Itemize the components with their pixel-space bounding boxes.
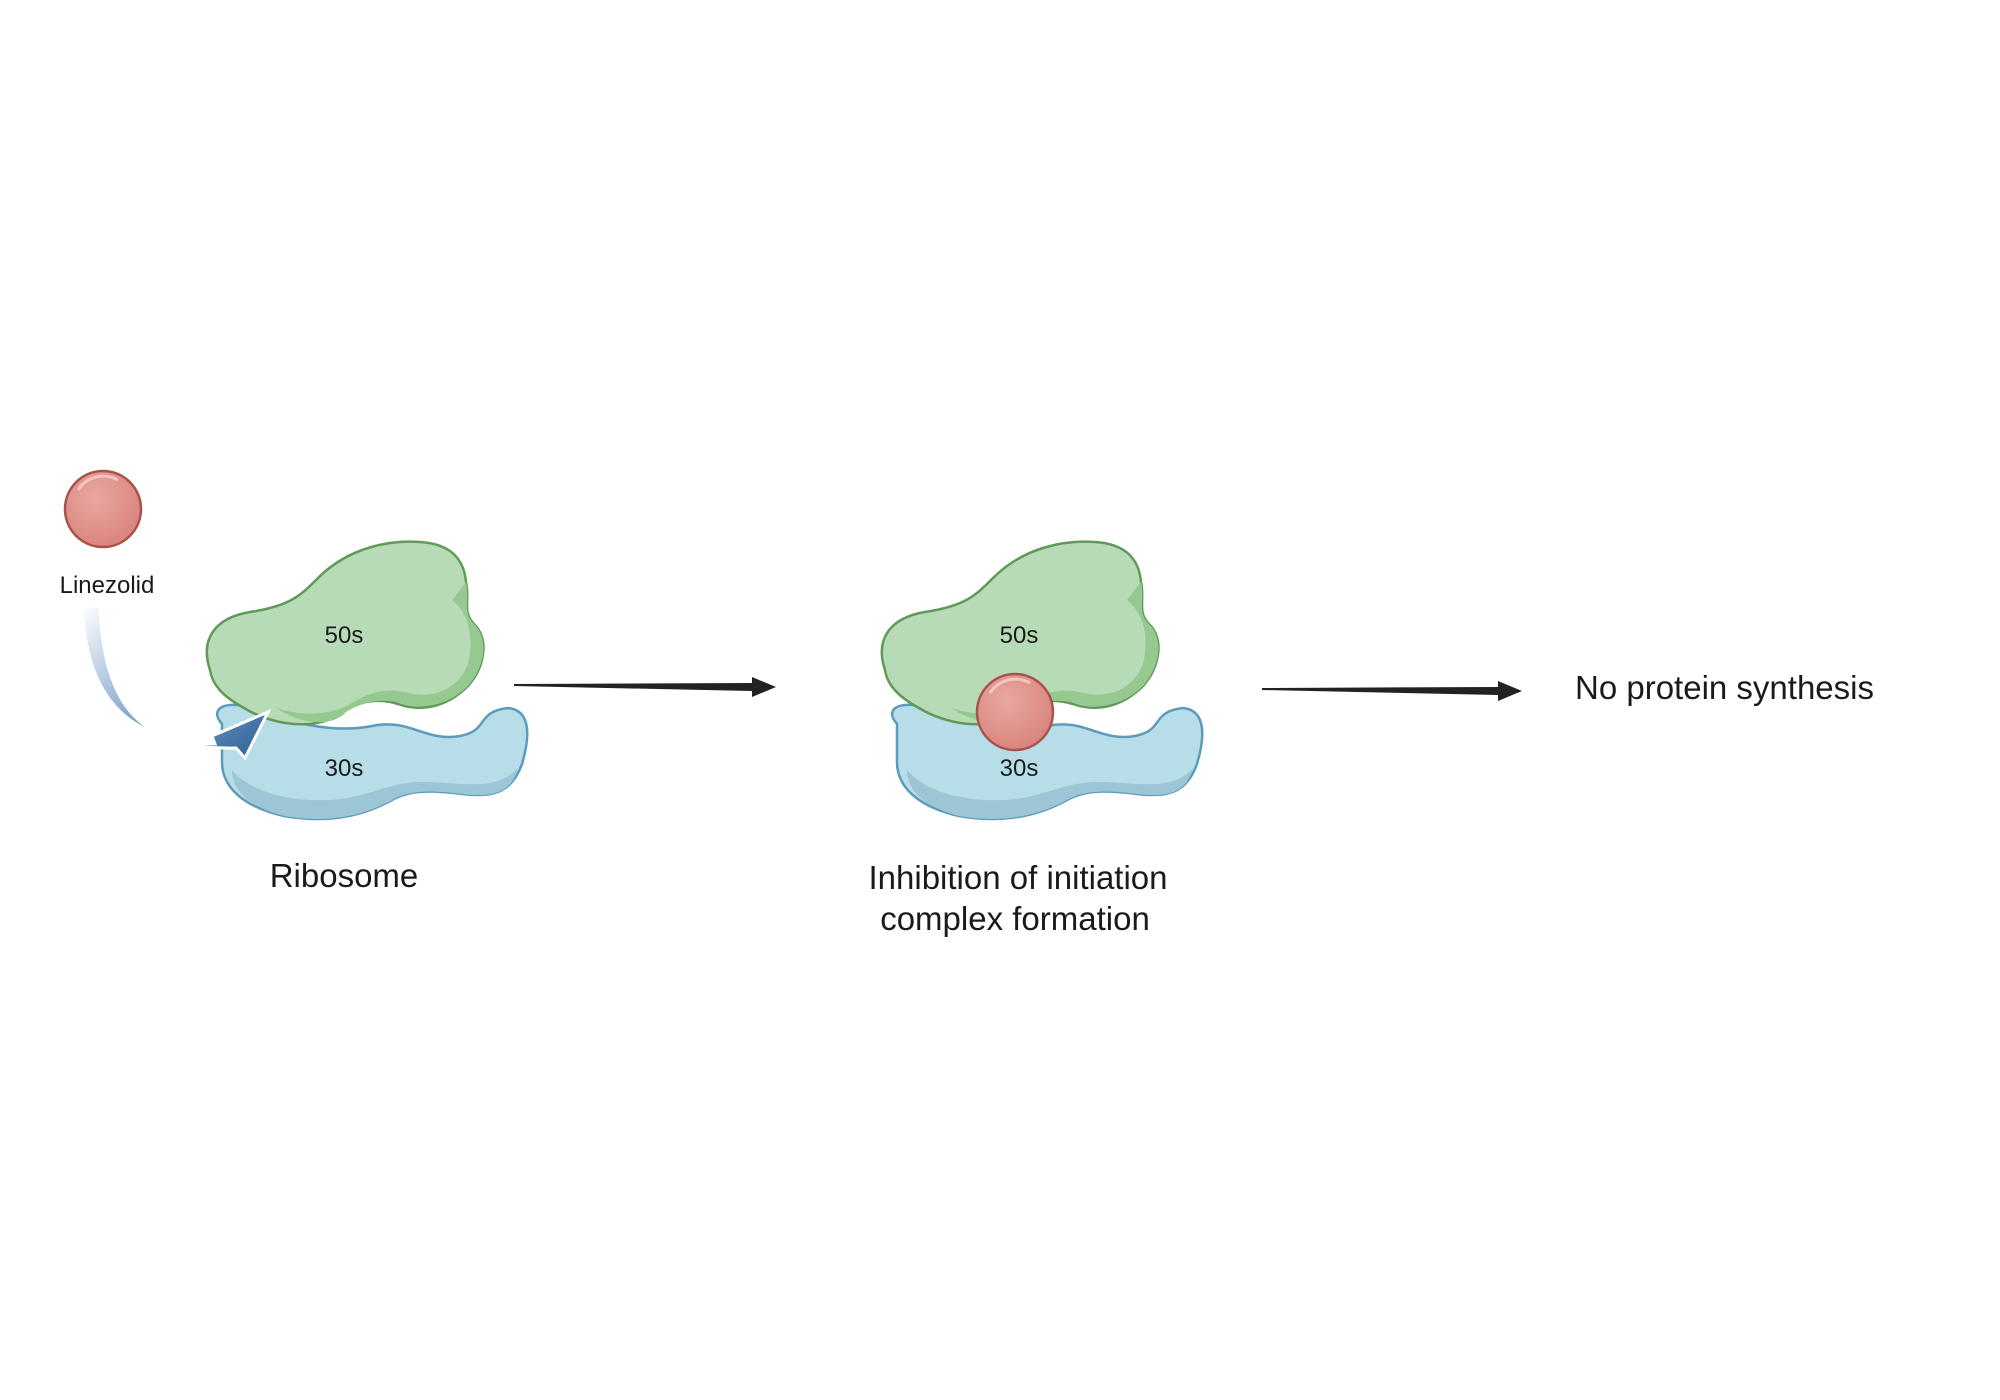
small-subunit-label: 30s — [325, 755, 364, 782]
small-subunit-30s: 30s — [215, 703, 529, 821]
small-subunit-label: 30s — [1000, 755, 1039, 782]
ribosome-caption: Ribosome — [270, 857, 419, 894]
binding-arrow — [80, 604, 272, 761]
inhibition-caption-line1: Inhibition of initiation — [868, 859, 1167, 896]
process-arrow-2 — [1262, 681, 1522, 701]
outcome-label: No protein synthesis — [1575, 669, 1874, 706]
inhibition-caption-line2: complex formation — [880, 900, 1150, 937]
large-subunit-50s: 50s — [205, 540, 485, 726]
linezolid-label: Linezolid — [60, 572, 155, 599]
ribosome-inhibited: 30s 50s Inhibition of initiation complex… — [868, 540, 1204, 937]
bound-linezolid-molecule — [975, 672, 1055, 752]
linezolid-molecule: Linezolid — [60, 469, 155, 599]
large-subunit-label: 50s — [1000, 622, 1039, 649]
ribosome-intact: 30s 50s Ribosome — [205, 540, 529, 894]
large-subunit-label: 50s — [325, 622, 364, 649]
process-arrow-1 — [514, 677, 776, 697]
